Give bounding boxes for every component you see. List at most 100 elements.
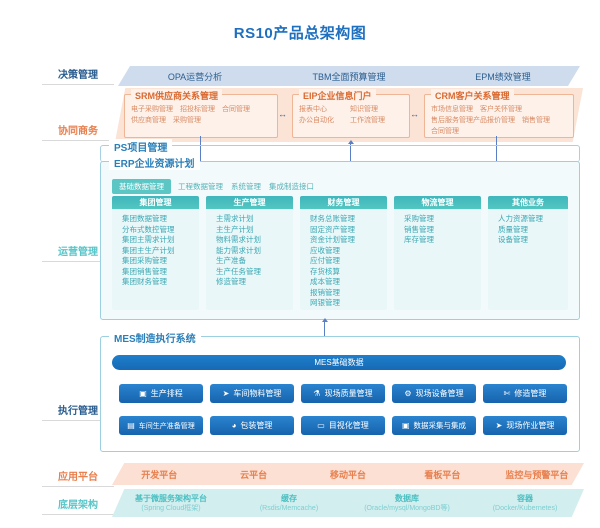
srm-box[interactable]: SRM供应商关系管理 电子采购管理 招投标管理 合同管理 供应商管理 采购管理 xyxy=(124,89,278,138)
list-item[interactable]: 采购管理 xyxy=(404,214,434,223)
list-item[interactable]: 应收管理 xyxy=(310,245,340,255)
list-item[interactable]: 成本管理 xyxy=(310,277,340,286)
rail-label-decision: 决策管理 xyxy=(58,70,98,81)
mes-button-field-operation[interactable]: ➤ 现场作业管理 xyxy=(483,416,567,435)
mes-button-quality[interactable]: ⚗ 现场质量管理 xyxy=(301,384,385,403)
tab-integration-interface[interactable]: 集成制造接口 xyxy=(269,182,314,191)
decision-item-epm[interactable]: EPM绩效管理 xyxy=(475,71,531,82)
erp-column-other[interactable]: 其他业务 人力资源管理 质量管理 设备管理 xyxy=(488,196,568,310)
infra-item-database[interactable]: 数据库 (Oracle/mysql/MongoBD等) xyxy=(348,493,466,514)
srm-eip-connector-arrow: ↔ xyxy=(278,109,287,119)
platform-item-monitor[interactable]: 监控与预警平台 xyxy=(505,469,569,480)
erp-column-header: 集团管理 xyxy=(112,196,199,209)
decision-item-tbm[interactable]: TBM全面预算管理 xyxy=(312,71,386,82)
srm-item-4[interactable]: 采购管理 xyxy=(173,117,201,124)
mes-button-equipment[interactable]: ⚙ 现场设备管理 xyxy=(392,384,476,403)
list-item[interactable]: 物料需求计划 xyxy=(216,235,261,244)
list-item[interactable]: 主需求计划 xyxy=(216,214,254,223)
list-item[interactable]: 集团数据管理 xyxy=(122,214,167,223)
decision-item-opa[interactable]: OPA运营分析 xyxy=(167,71,223,82)
eip-item-3[interactable]: 工作流管理 xyxy=(350,117,385,124)
rail-label-operation: 运营管理 xyxy=(58,247,98,258)
rail-item-collaboration: 协同商务 xyxy=(42,122,114,141)
rail-label-collaboration: 协同商务 xyxy=(58,126,98,137)
list-item[interactable]: 质量管理 xyxy=(498,224,528,234)
list-item[interactable]: 存货核算 xyxy=(310,266,340,276)
list-item[interactable]: 生产任务管理 xyxy=(216,266,261,276)
list-item[interactable]: 集团主生产计划 xyxy=(122,245,175,255)
list-item[interactable]: 网银管理 xyxy=(310,298,340,307)
platform-item-dev[interactable]: 开发平台 xyxy=(141,469,178,480)
platform-item-mobile[interactable]: 移动平台 xyxy=(330,469,367,480)
srm-item-0[interactable]: 电子采购管理 xyxy=(131,106,173,113)
rail-item-infrastructure: 底层架构 xyxy=(42,496,114,515)
mes-button-label: 生产排程 xyxy=(150,389,183,398)
mes-button-repair[interactable]: ✄ 修造管理 xyxy=(483,384,567,403)
mes-base-data-bar[interactable]: MES基础数据 xyxy=(112,355,566,370)
mes-button-visual[interactable]: ▭ 目视化管理 xyxy=(301,416,385,435)
crm-title: CRM客户关系管理 xyxy=(431,89,514,102)
list-item[interactable]: 分布式数控管理 xyxy=(122,224,175,234)
crm-box[interactable]: CRM客户关系管理 市场信息管理 客户关怀管理 售后服务管理 产品报价管理 销售… xyxy=(424,89,574,138)
platform-item-kanban[interactable]: 看板平台 xyxy=(424,469,461,480)
crm-item-4[interactable]: 销售管理 xyxy=(522,117,550,124)
list-item[interactable]: 设备管理 xyxy=(498,235,528,244)
tab-engineering-data[interactable]: 工程数据管理 xyxy=(178,182,223,191)
tab-system-mgmt[interactable]: 系统管理 xyxy=(231,182,261,191)
eip-box[interactable]: EIP企业信息门户 报表中心 知识管理 办公自动化 工作流管理 xyxy=(292,89,410,138)
list-item[interactable]: 固定资产管理 xyxy=(310,224,355,234)
crm-item-5[interactable]: 合同管理 xyxy=(431,128,459,135)
infra-item-container[interactable]: 容器 (Docker/Kubernetes) xyxy=(466,493,584,514)
list-item[interactable]: 集团采购管理 xyxy=(122,256,167,265)
eip-items: 报表中心 知识管理 办公自动化 工作流管理 xyxy=(293,95,409,130)
list-item[interactable]: 报销管理 xyxy=(310,287,340,297)
eip-item-0[interactable]: 报表中心 xyxy=(299,106,327,113)
list-item[interactable]: 财务总账管理 xyxy=(310,214,355,223)
list-item[interactable]: 应付管理 xyxy=(310,256,340,265)
rail-divider xyxy=(42,514,114,515)
mes-button-label: 现场作业管理 xyxy=(506,421,555,430)
srm-item-1[interactable]: 招投标管理 xyxy=(180,106,215,113)
list-item[interactable]: 能力需求计划 xyxy=(216,245,261,255)
srm-item-2[interactable]: 合同管理 xyxy=(222,106,250,113)
crm-item-0[interactable]: 市场信息管理 xyxy=(431,106,473,113)
list-item[interactable]: 销售管理 xyxy=(404,224,434,234)
srm-item-3[interactable]: 供应商管理 xyxy=(131,117,166,124)
infra-name: 数据库 xyxy=(395,493,419,503)
erp-column-list: 集团数据管理 分布式数控管理 集团主需求计划 集团主生产计划 集团采购管理 集团… xyxy=(112,209,199,293)
mes-button-label: 包装管理 xyxy=(240,421,273,430)
erp-column-finance[interactable]: 财务管理 财务总账管理 固定资产管理 资金计划管理 应收管理 应付管理 存货核算… xyxy=(300,196,387,310)
tab-basic-data[interactable]: 基础数据管理 xyxy=(112,179,171,194)
platform-item-cloud[interactable]: 云平台 xyxy=(240,469,268,480)
eip-item-1[interactable]: 知识管理 xyxy=(350,106,378,113)
erp-column-group[interactable]: 集团管理 集团数据管理 分布式数控管理 集团主需求计划 集团主生产计划 集团采购… xyxy=(112,196,199,310)
rail-divider xyxy=(42,486,114,487)
mes-button-material[interactable]: ➤ 车间物料管理 xyxy=(210,384,294,403)
mes-button-schedule[interactable]: ▣ 生产排程 xyxy=(119,384,203,403)
infra-item-microservice[interactable]: 基于微服务架构平台 (Spring Cloud框架) xyxy=(112,493,230,514)
list-item[interactable]: 集团财务管理 xyxy=(122,277,167,286)
list-item[interactable]: 修造管理 xyxy=(216,277,246,286)
list-item[interactable]: 库存管理 xyxy=(404,235,434,244)
crm-item-3[interactable]: 产品报价管理 xyxy=(473,117,515,124)
crm-item-2[interactable]: 售后服务管理 xyxy=(431,117,473,124)
erp-column-header: 生产管理 xyxy=(206,196,293,209)
list-item[interactable]: 资金计划管理 xyxy=(310,235,355,244)
mes-button-package[interactable]: ◕ 包装管理 xyxy=(210,416,294,435)
mes-button-data-collection[interactable]: ▣ 数据采集与集成 xyxy=(392,416,476,435)
crm-item-1[interactable]: 客户关怀管理 xyxy=(480,106,522,113)
list-item[interactable]: 集团销售管理 xyxy=(122,266,167,276)
quality-icon: ⚗ xyxy=(313,388,321,398)
erp-column-production[interactable]: 生产管理 主需求计划 主生产计划 物料需求计划 能力需求计划 生产准备 生产任务… xyxy=(206,196,293,310)
eip-item-2[interactable]: 办公自动化 xyxy=(299,117,334,124)
srm-items: 电子采购管理 招投标管理 合同管理 供应商管理 采购管理 xyxy=(125,95,277,130)
list-item[interactable]: 人力资源管理 xyxy=(498,214,543,223)
rail-item-platform: 应用平台 xyxy=(42,468,114,487)
list-item[interactable]: 主生产计划 xyxy=(216,224,254,234)
mes-button-prepare[interactable]: ▤ 车间生产准备管理 xyxy=(119,416,203,435)
list-item[interactable]: 生产准备 xyxy=(216,256,246,265)
list-item[interactable]: 集团主需求计划 xyxy=(122,235,175,244)
rail-item-operation: 运营管理 xyxy=(42,243,114,262)
erp-column-logistics[interactable]: 物流管理 采购管理 销售管理 库存管理 xyxy=(394,196,481,310)
infra-item-cache[interactable]: 缓存 (Rsdis/Memcache) xyxy=(230,493,348,514)
